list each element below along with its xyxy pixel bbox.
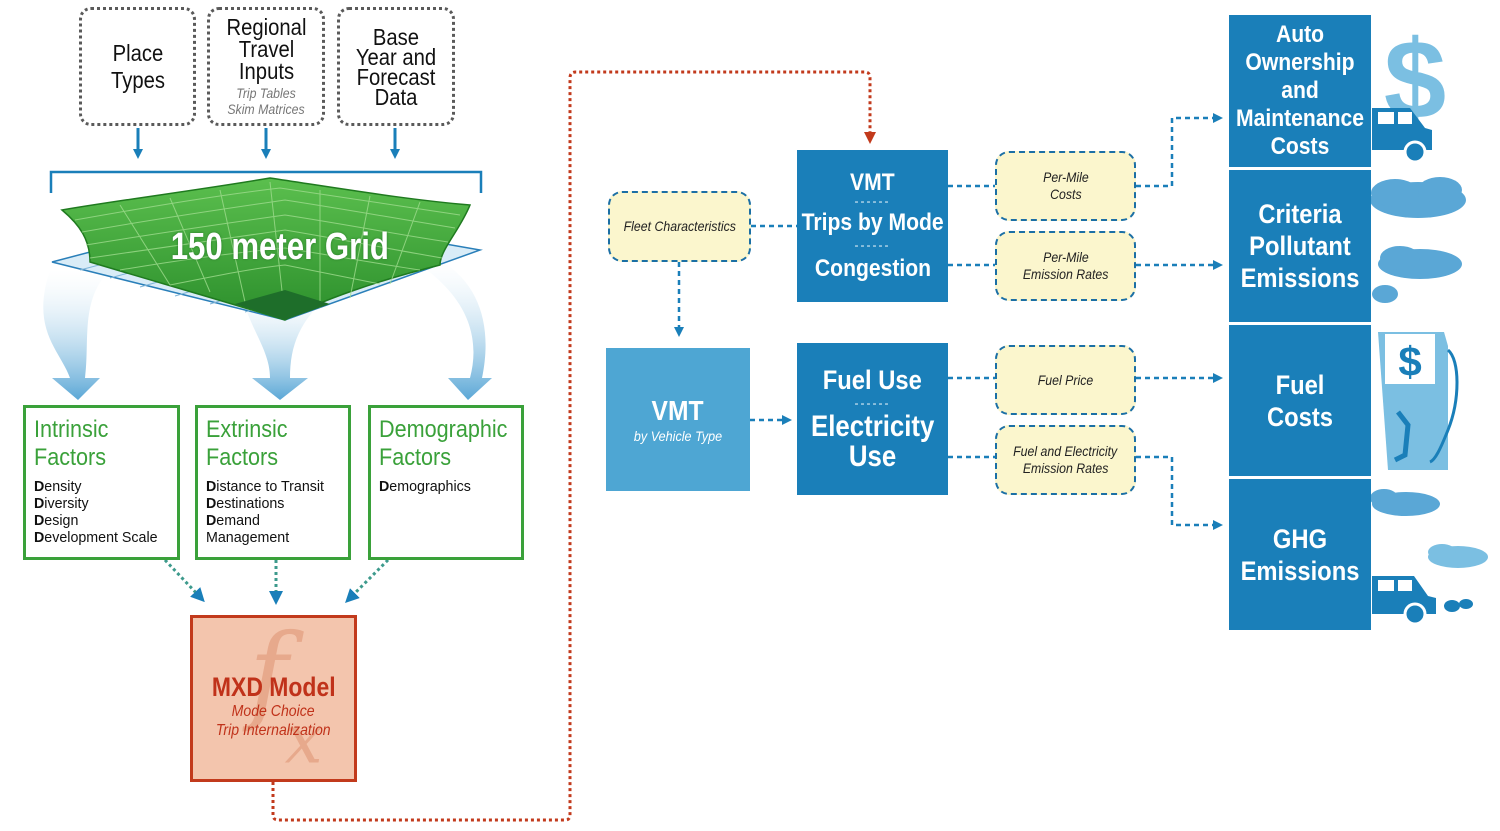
output-fuel-costs: Fuel Costs bbox=[1229, 325, 1371, 476]
vmt-trips-congestion-box: VMT ------ Trips by Mode ------ Congesti… bbox=[797, 150, 948, 302]
output-label: Fuel Costs bbox=[1266, 369, 1333, 432]
mxd-subtitle-2: Trip Internalization bbox=[216, 721, 331, 739]
vmt-label: VMT bbox=[850, 169, 895, 196]
fuel-electricity-use-box: Fuel Use ------ Electricity Use bbox=[797, 343, 948, 495]
rate-line-1: Per-Mile bbox=[1042, 249, 1089, 265]
grid-surface bbox=[60, 177, 472, 321]
factor-item: Management bbox=[206, 529, 290, 546]
function-f-icon: f x bbox=[242, 618, 323, 779]
separator: ------ bbox=[854, 238, 891, 252]
mxd-subtitle-1: Mode Choice bbox=[232, 702, 315, 720]
factor-item: Demand bbox=[206, 512, 260, 529]
rate-line-2: Emission Rates bbox=[1022, 460, 1109, 476]
ghg-car-icon bbox=[1370, 489, 1488, 626]
output-label: GHG Emissions bbox=[1240, 523, 1360, 586]
input-base-year: Base Year and Forecast Data bbox=[337, 7, 455, 126]
svg-text:$: $ bbox=[1398, 338, 1421, 385]
rate-per-mile-costs: Per-Mile Costs bbox=[995, 151, 1136, 221]
factor-item: Development Scale bbox=[34, 529, 158, 546]
separator: ------ bbox=[854, 194, 891, 208]
flow-connectors bbox=[674, 113, 1223, 530]
mxd-title: MXD Model bbox=[211, 671, 336, 702]
fuel-use-label: Fuel Use bbox=[822, 365, 923, 395]
input-title: Regional Travel Inputs bbox=[226, 14, 306, 84]
rate-per-mile-emission: Per-Mile Emission Rates bbox=[995, 231, 1136, 301]
output-criteria-pollutant: Criteria Pollutant Emissions bbox=[1229, 170, 1371, 322]
factor-item: Density bbox=[34, 478, 82, 495]
input-title: Place Types bbox=[110, 39, 165, 93]
input-place-types: Place Types bbox=[79, 7, 196, 126]
factor-title: Extrinsic Factors bbox=[206, 416, 288, 471]
factor-demographic: Demographic Factors Demographics bbox=[368, 405, 524, 560]
rate-line-2: Emission Rates bbox=[1022, 266, 1109, 282]
factor-item: Demographics bbox=[379, 478, 471, 495]
output-label: Auto Ownership and Maintenance Costs bbox=[1236, 21, 1364, 160]
vmt-vehicle-title: VMT bbox=[651, 394, 705, 426]
input-arrows bbox=[133, 128, 400, 159]
fleet-label: Fleet Characteristics bbox=[623, 218, 736, 234]
rate-line-1: Fuel Price bbox=[1037, 371, 1094, 388]
mxd-model-box: f x MXD Model Mode Choice Trip Internali… bbox=[190, 615, 357, 782]
electricity-label: Electricity bbox=[810, 410, 935, 443]
factor-list: Density Diversity Design Development Sca… bbox=[34, 478, 164, 546]
smog-clouds-icon bbox=[1370, 177, 1466, 303]
rate-line-1: Per-Mile bbox=[1042, 169, 1089, 185]
gas-pump-icon: $ bbox=[1378, 332, 1459, 470]
separator: ------ bbox=[854, 396, 891, 410]
vmt-vehicle-type-box: VMT by Vehicle Type bbox=[606, 348, 750, 491]
input-regional-travel: Regional Travel Inputs Trip Tables Skim … bbox=[207, 7, 325, 126]
factor-item: Distance to Transit bbox=[206, 478, 325, 495]
dollar-car-icon: $ bbox=[1372, 17, 1446, 164]
rate-fuel-electricity-emission: Fuel and Electricity Emission Rates bbox=[995, 425, 1136, 495]
rate-line-1: Fuel and Electricity bbox=[1013, 443, 1118, 459]
input-title: Base Year and Forecast Data bbox=[355, 23, 437, 110]
output-auto-ownership: Auto Ownership and Maintenance Costs bbox=[1229, 15, 1371, 167]
trips-by-mode-label: Trips by Mode bbox=[801, 209, 944, 236]
input-bracket bbox=[49, 170, 483, 193]
factor-title: Intrinsic Factors bbox=[34, 416, 109, 471]
vmt-vehicle-subtitle: by Vehicle Type bbox=[633, 427, 723, 444]
rate-line-2: Costs bbox=[1049, 186, 1082, 202]
factor-extrinsic: Extrinsic Factors Distance to Transit De… bbox=[195, 405, 351, 560]
congestion-label: Congestion bbox=[814, 255, 931, 282]
factor-intrinsic: Intrinsic Factors Density Diversity Desi… bbox=[23, 405, 180, 560]
factor-arrows bbox=[163, 558, 390, 605]
use-label: Use bbox=[848, 440, 897, 473]
mxd-to-vmt-connector bbox=[271, 70, 876, 822]
factor-title: Demographic Factors bbox=[379, 416, 508, 471]
grid-swoops bbox=[43, 260, 492, 400]
output-label: Criteria Pollutant Emissions bbox=[1240, 199, 1360, 293]
output-ghg-emissions: GHG Emissions bbox=[1229, 479, 1371, 630]
factor-list: Demographics bbox=[379, 478, 476, 495]
factor-item: Destinations bbox=[206, 495, 285, 512]
svg-text:x: x bbox=[285, 700, 323, 779]
fleet-characteristics-box: Fleet Characteristics bbox=[608, 191, 751, 262]
factor-item: Design bbox=[34, 512, 79, 529]
factor-item: Diversity bbox=[34, 495, 89, 512]
grid-label: 150 meter Grid bbox=[170, 226, 389, 268]
factor-list: Distance to Transit Destinations Demand … bbox=[206, 478, 330, 546]
rate-fuel-price: Fuel Price bbox=[995, 345, 1136, 415]
input-subtitle: Trip Tables Skim Matrices bbox=[227, 85, 305, 117]
